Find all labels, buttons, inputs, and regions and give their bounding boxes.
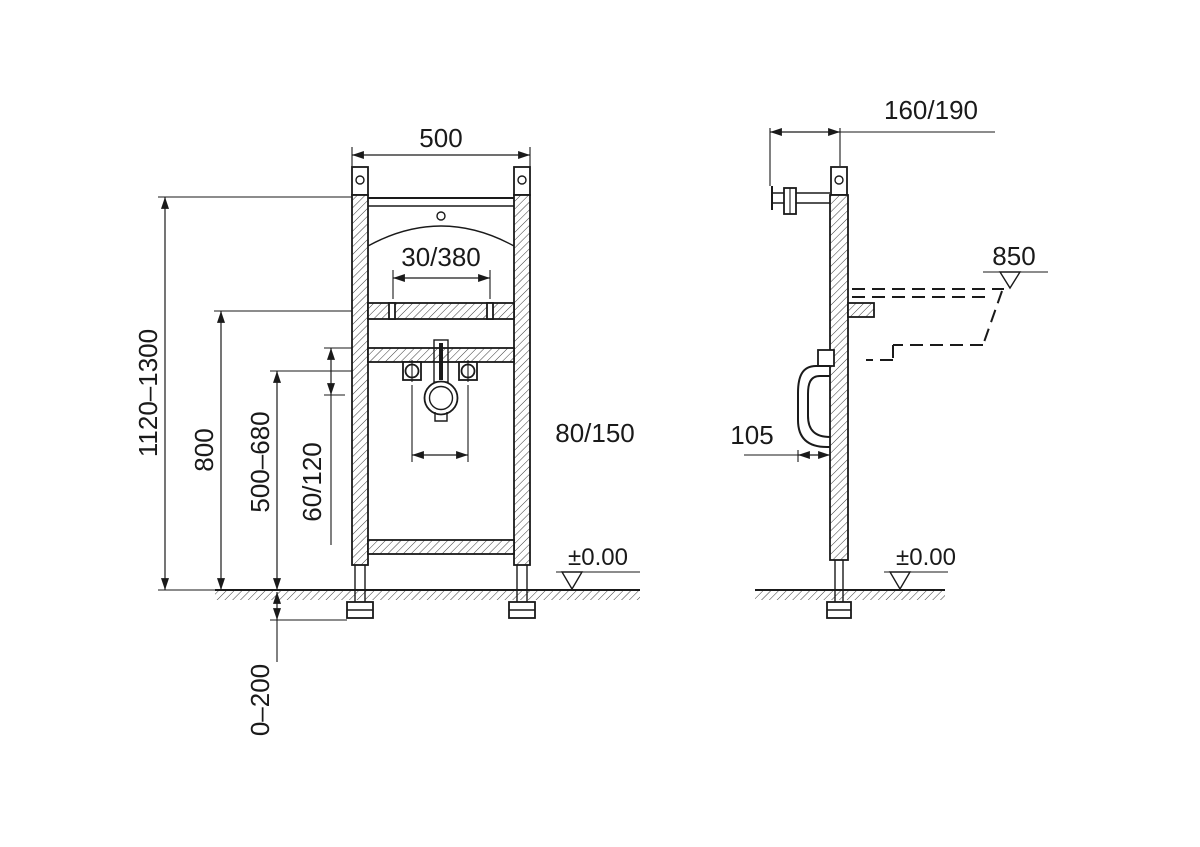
label-rim-height: 800 xyxy=(189,428,219,471)
front-view: 500 30/380 1120–1300 800 500–680 xyxy=(133,123,640,736)
basin-mounting-rail xyxy=(367,302,515,320)
label-bolt-spacing: 80/150 xyxy=(555,418,635,448)
drain-outlet xyxy=(423,339,459,422)
dim-fixing-height: 500–680 xyxy=(245,370,352,590)
label-frame-depth: 160/190 xyxy=(884,95,978,125)
label-fixing-height: 500–680 xyxy=(245,411,275,512)
label-tap-rail-span: 30/380 xyxy=(401,242,481,272)
side-view: 160/190 850 105 xyxy=(730,95,1048,619)
dim-frame-depth: 160/190 xyxy=(769,95,995,186)
label-basin-height: 850 xyxy=(992,241,1035,271)
label-floor-level-front: ±0.00 xyxy=(568,544,628,571)
label-floor-level-side: ±0.00 xyxy=(896,544,956,571)
basin-height-mark: 850 xyxy=(983,241,1048,290)
floor-level-mark-front: ±0.00 xyxy=(556,544,640,591)
dim-tap-rail-span: 30/380 xyxy=(392,242,491,299)
drain-trap xyxy=(797,349,835,448)
dim-trap-offset: 105 xyxy=(730,420,830,462)
label-overall-height: 1120–1300 xyxy=(133,329,163,457)
dim-foot-adjustment: 0–200 xyxy=(245,592,347,736)
dim-bolt-spacing: 80/150 xyxy=(411,385,635,462)
dim-drain-offset: 60/120 xyxy=(297,347,352,545)
label-frame-width: 500 xyxy=(419,123,462,153)
frame-rails xyxy=(351,194,531,566)
washbasin-outline xyxy=(847,288,1004,361)
wall-fixing-tabs xyxy=(351,166,531,196)
floor-line-front xyxy=(215,589,640,600)
floor-line-side xyxy=(755,589,945,600)
adjustable-foot-side xyxy=(826,560,852,619)
dim-rim-height: 800 xyxy=(189,310,352,590)
frame-column xyxy=(829,166,849,561)
label-drain-offset: 60/120 xyxy=(297,442,327,522)
label-foot-adjustment: 0–200 xyxy=(245,664,275,736)
dim-overall-height: 1120–1300 xyxy=(133,196,352,591)
adjustable-feet xyxy=(346,565,536,619)
top-brace xyxy=(367,197,515,247)
floor-level-mark-side: ±0.00 xyxy=(884,544,956,591)
lower-crossbar xyxy=(367,539,515,555)
dim-frame-width: 500 xyxy=(351,123,531,167)
label-trap-offset: 105 xyxy=(730,420,773,450)
wall-bracket xyxy=(771,186,830,215)
